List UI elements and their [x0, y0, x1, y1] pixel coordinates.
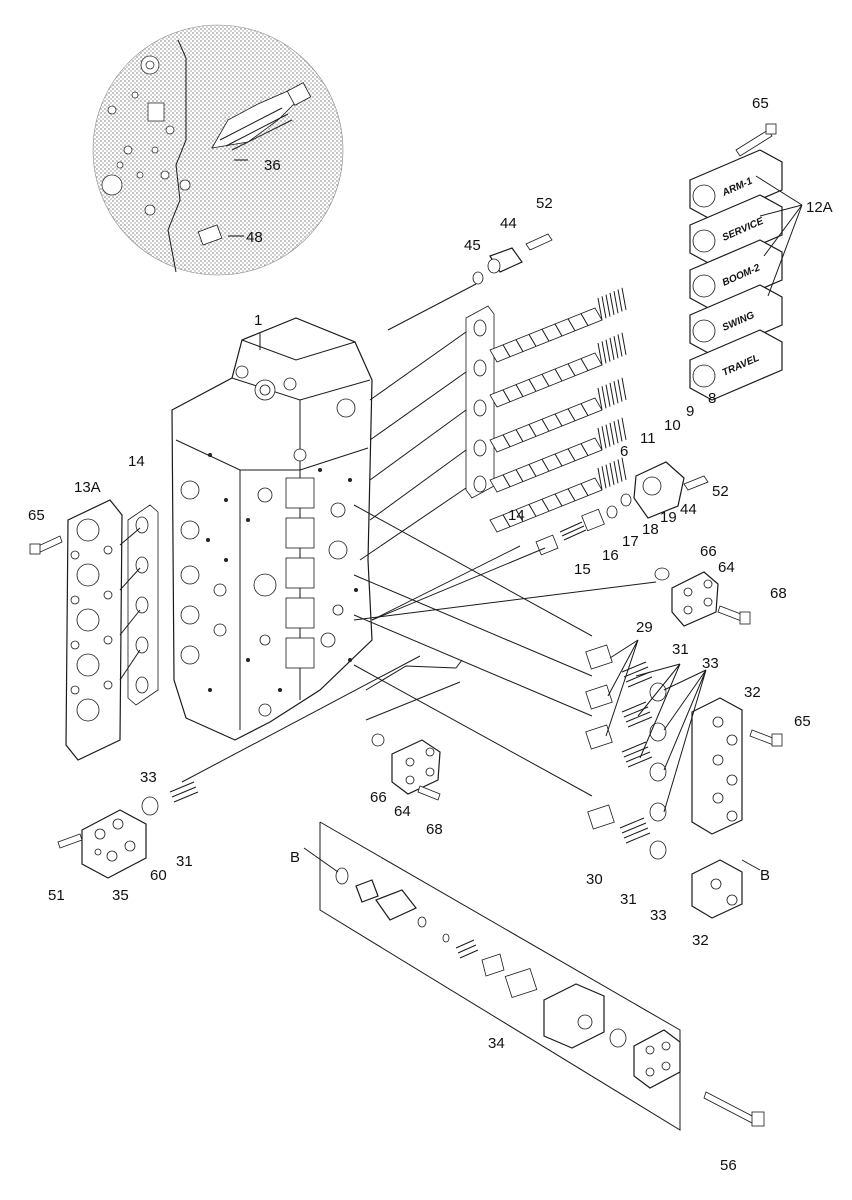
callout-19: 19: [660, 509, 677, 526]
callout-36: 36: [264, 157, 281, 174]
plunger-cluster: [169, 644, 783, 919]
callout-b-right: B: [760, 867, 770, 884]
callout-68-a: 68: [770, 585, 787, 602]
callout-31-c: 31: [620, 891, 637, 908]
cover-64-right: [654, 567, 751, 627]
left-gasket-14: [127, 504, 159, 706]
callout-45: 45: [464, 237, 481, 254]
callout-9: 9: [686, 403, 694, 420]
bolt-52-top: [525, 233, 553, 251]
cover-64-center: [371, 733, 441, 801]
callout-60: 60: [150, 867, 167, 884]
callout-64-a: 64: [718, 559, 735, 576]
cap-3: BOOM-2: [689, 239, 783, 311]
callout-8: 8: [708, 390, 716, 407]
spool-5: [489, 457, 627, 533]
cover-35: [57, 796, 159, 879]
left-cover-13a: [65, 499, 123, 761]
callout-17: 17: [622, 533, 639, 550]
callout-33-c: 33: [650, 907, 667, 924]
callout-68-b: 68: [426, 821, 443, 838]
callout-10: 10: [664, 417, 681, 434]
callout-66-a: 66: [700, 543, 717, 560]
callout-65-a: 65: [752, 95, 769, 112]
leader-lines: [119, 159, 803, 873]
callout-31-a: 31: [672, 641, 689, 658]
bolt-65-top: [735, 123, 777, 157]
spool-2: [489, 332, 627, 408]
callout-31-b: 31: [176, 853, 193, 870]
relief-valve-36: [211, 82, 312, 151]
callout-44-a: 44: [500, 215, 517, 232]
callout-65-c: 65: [794, 713, 811, 730]
callout-33-a: 33: [702, 655, 719, 672]
callout-16: 16: [602, 547, 619, 564]
callout-52-a: 52: [536, 195, 553, 212]
assembly-34-box: [319, 821, 765, 1131]
bolt-65-left: [29, 535, 63, 555]
callout-52-b: 52: [712, 483, 729, 500]
callout-18: 18: [642, 521, 659, 538]
callout-66-b: 66: [370, 789, 387, 806]
callout-33-b: 33: [140, 769, 157, 786]
callout-11: 11: [640, 430, 656, 447]
plug-44-top: [487, 247, 523, 274]
oring-45: [472, 271, 484, 285]
spool-1: [489, 287, 627, 363]
main-valve-body: [171, 317, 373, 741]
plug-48: [197, 224, 223, 246]
callout-14-left: 14: [128, 453, 145, 470]
cap-5: TRAVEL: [689, 329, 783, 401]
callout-32-b: 32: [692, 932, 709, 949]
callout-12a: 12A: [806, 199, 833, 216]
callout-48: 48: [246, 229, 263, 246]
callout-1: 1: [254, 312, 262, 329]
callout-29: 29: [636, 619, 653, 636]
callout-b-left: B: [290, 849, 300, 866]
callout-35: 35: [112, 887, 129, 904]
callout-56: 56: [720, 1157, 737, 1174]
detail-view-circle: [92, 24, 344, 276]
spool-3: [489, 377, 627, 453]
spool-assemblies: [489, 287, 627, 533]
callout-34: 34: [488, 1035, 505, 1052]
cap-2: SERVICE: [689, 194, 783, 266]
callout-labels: 1 6 8 9 10 11 12A 13A 14 14 15 16 17 18 …: [28, 95, 833, 1174]
callout-15: 15: [574, 561, 591, 578]
callout-32-a: 32: [744, 684, 761, 701]
spool-4: [489, 417, 627, 493]
right-gasket-14: [465, 305, 495, 499]
callout-14-right: 14: [508, 507, 525, 524]
callout-65-b: 65: [28, 507, 45, 524]
cap-4: SWING: [689, 284, 783, 356]
cap-1: ARM-1: [689, 149, 783, 221]
callout-6: 6: [620, 443, 628, 460]
callout-13a: 13A: [74, 479, 101, 496]
callout-30: 30: [586, 871, 603, 888]
callout-51: 51: [48, 887, 65, 904]
callout-44-b: 44: [680, 501, 697, 518]
callout-64-b: 64: [394, 803, 411, 820]
